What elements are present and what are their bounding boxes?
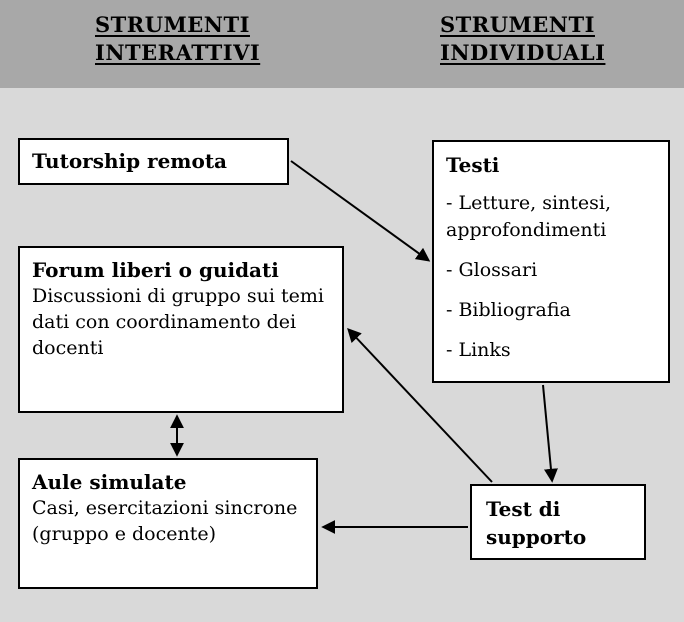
aule-title: Aule simulate [32,470,187,494]
diagram-body: Tutorship remota Testi - Letture, sintes… [0,88,684,622]
header-bar: STRUMENTI INTERATTIVI STRUMENTI INDIVIDU… [0,0,684,88]
testi-item-bibliografia: - Bibliografia [446,299,571,321]
tutorship-title: Tutorship remota [32,149,228,173]
node-test-di-supporto: Test di supporto [470,484,646,560]
node-testi: Testi - Letture, sintesi, approfondiment… [432,140,670,383]
testi-item-glossari: - Glossari [446,259,538,281]
heading-strumenti-individuali: STRUMENTI INDIVIDUALI [440,12,606,65]
aule-description: Casi, esercitazioni sincrone (gruppo e d… [32,497,298,545]
forum-description: Discussioni di gruppo sui temi dati con … [32,285,324,359]
heading-strumenti-interattivi: STRUMENTI INTERATTIVI [95,12,261,65]
node-tutorship-remota: Tutorship remota [18,138,289,185]
test-supporto-title: Test di supporto [486,497,587,549]
testi-item-links: - Links [446,339,511,361]
arrow-testi-to-test-supporto [542,384,558,483]
forum-title: Forum liberi o guidati [32,258,279,282]
testi-item-letture: - Letture, sintesi, approfondimenti [446,192,612,241]
node-aule-simulate: Aule simulate Casi, esercitazioni sincro… [18,458,318,589]
node-forum-liberi-o-guidati: Forum liberi o guidati Discussioni di gr… [18,246,344,413]
testi-title: Testi [446,153,500,177]
